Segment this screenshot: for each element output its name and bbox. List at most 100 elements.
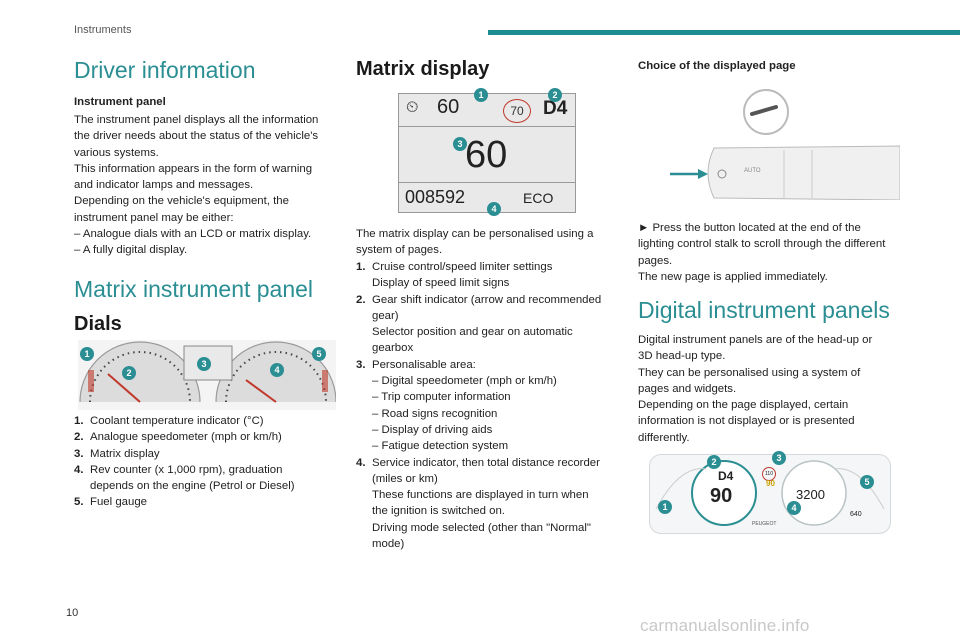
text-line: They can be personalised using a system … <box>638 366 861 379</box>
item-text: Analogue speedometer (mph or km/h) <box>90 431 282 444</box>
list-item: 4. Service indicator, then total distance… <box>356 455 630 553</box>
item-number: 2. <box>74 431 84 444</box>
intro-line: instrument panel may be either: <box>74 211 234 224</box>
text-line: Depending on the page displayed, certain <box>638 399 849 412</box>
item-number: 4. <box>74 463 84 476</box>
intro-line: The matrix display can be personalised u… <box>356 228 594 240</box>
callout-badge: 5 <box>860 475 874 489</box>
callout-badge: 3 <box>772 451 786 465</box>
item-number: 1. <box>74 415 84 427</box>
brand-logo: PEUGEOT <box>752 521 777 527</box>
callout-badge: 4 <box>487 202 501 216</box>
item-number: 5. <box>74 496 84 509</box>
item-text: – Trip computer information <box>372 391 511 404</box>
item-text: Matrix display <box>90 447 160 460</box>
callout-badge: 5 <box>312 347 326 361</box>
digital-instrument-figure: D4 90 110 90 3200 640 PEUGEOT <box>649 454 891 534</box>
list-item: 3.Personalisable area:– Digital speedome… <box>356 357 630 455</box>
item-text: Driving mode selected (other than "Norma… <box>372 521 591 534</box>
item-text: mode) <box>372 538 405 551</box>
callout-badge: 3 <box>197 357 211 371</box>
instrument-panel-subheading: Instrument panel <box>74 96 166 108</box>
range-value: 640 <box>850 511 862 518</box>
speed-limit-sign: 70 <box>503 99 531 123</box>
intro-line: the driver needs about the status of the… <box>74 130 319 143</box>
list-item: 2. Analogue speedometer (mph or km/h) <box>74 429 346 445</box>
callout-badge: 1 <box>80 347 94 361</box>
section-title: Instruments <box>74 24 132 36</box>
speedometer-icon: ⏲ <box>406 99 419 116</box>
intro-line: The instrument panel displays all the in… <box>74 114 319 126</box>
instruction-line: pages. <box>638 254 673 267</box>
digital-speed-value: 90 <box>710 485 733 507</box>
instruction-line: ► Press the button located at the end of… <box>638 222 861 234</box>
digital-instrument-panels-heading: Digital instrument panels <box>638 297 890 323</box>
header-accent-bar <box>488 30 960 35</box>
stalk-auto-label: AUTO <box>744 168 761 174</box>
item-text: gear) <box>372 309 399 322</box>
instruction-line: The new page is applied immediately. <box>638 270 828 283</box>
item-text: Service indicator, then total distance r… <box>372 456 600 469</box>
item-text: Coolant temperature indicator (°C) <box>90 415 264 427</box>
choice-displayed-page-subheading: Choice of the displayed page <box>638 60 796 72</box>
matrix-display-heading: Matrix display <box>356 58 490 80</box>
page-number: 10 <box>66 607 79 619</box>
list-item: 1. Coolant temperature indicator (°C) <box>74 413 346 429</box>
intro-line: system of pages. <box>356 244 443 257</box>
item-text: – Display of driving aids <box>372 423 493 436</box>
item-text: the ignition is switched on. <box>372 505 505 518</box>
text-line: information is not displayed or is prese… <box>638 415 855 428</box>
driver-information-heading: Driver information <box>74 57 256 83</box>
item-text: Cruise control/speed limiter settings <box>372 261 553 273</box>
digital-panels-text: Digital instrument panels are of the hea… <box>638 332 910 446</box>
gear-indicator: D4 <box>543 98 568 119</box>
item-text: Fuel gauge <box>90 496 147 509</box>
intro-line: Depending on the vehicle's equipment, th… <box>74 195 289 208</box>
callout-badge: 4 <box>270 363 284 377</box>
watermark: carmanualsonline.info <box>640 616 810 635</box>
text-line: 3D head-up type. <box>638 350 726 363</box>
item-number: 2. <box>356 293 366 306</box>
dials-heading: Dials <box>74 313 122 335</box>
instrument-panel-intro: The instrument panel displays all the in… <box>74 112 346 259</box>
item-text: Rev counter (x 1,000 rpm), graduation <box>90 463 283 476</box>
matrix-instrument-panel-heading: Matrix instrument panel <box>74 276 314 302</box>
text-line: Digital instrument panels are of the hea… <box>638 334 873 346</box>
odometer-value: 008592 <box>405 187 466 207</box>
item-text: – Fatigue detection system <box>372 440 509 453</box>
stalk-instructions: ► Press the button located at the end of… <box>638 220 910 285</box>
item-text: Personalisable area: <box>372 358 476 371</box>
item-text: – Digital speedometer (mph or km/h) <box>372 375 557 388</box>
item-text: depends on the engine (Petrol or Diesel) <box>90 480 295 493</box>
driving-mode-label: ECO <box>523 190 554 206</box>
cruise-speed-value: 60 <box>437 96 460 118</box>
rpm-value: 3200 <box>796 487 825 502</box>
digital-speed-value: 60 <box>465 134 508 176</box>
callout-badge: 3 <box>453 137 467 151</box>
intro-line: – Analogue dials with an LCD or matrix d… <box>74 228 312 241</box>
item-text: gearbox <box>372 342 414 355</box>
matrix-display-figure: ⏲ 60 70 D4 60 008592 ECO <box>398 93 576 213</box>
gear-indicator: D4 <box>718 469 734 483</box>
text-line: differently. <box>638 431 690 444</box>
item-text: – Road signs recognition <box>372 407 498 420</box>
text-line: pages and widgets. <box>638 382 737 395</box>
list-item: 2. Gear shift indicator (arrow and recomm… <box>356 292 630 357</box>
callout-badge: 4 <box>787 501 801 515</box>
item-number: 3. <box>74 447 84 460</box>
matrix-display-intro: The matrix display can be personalised u… <box>356 226 630 259</box>
speed-limit-value: 90 <box>766 479 775 488</box>
intro-line: This information appears in the form of … <box>74 162 313 175</box>
intro-line: – A fully digital display. <box>74 244 188 257</box>
dials-list: 1. Coolant temperature indicator (°C) 2. A… <box>74 413 346 511</box>
item-text: (miles or km) <box>372 472 438 485</box>
instruction-line: lighting control stalk to scroll through… <box>638 238 886 251</box>
speed-limit-sign: 110 <box>762 467 776 481</box>
list-item: 5. Fuel gauge <box>74 494 346 510</box>
callout-badge: 2 <box>707 455 721 469</box>
item-text: Gear shift indicator (arrow and recommen… <box>372 293 602 306</box>
item-number: 1. <box>356 261 366 273</box>
item-number: 4. <box>356 456 366 469</box>
